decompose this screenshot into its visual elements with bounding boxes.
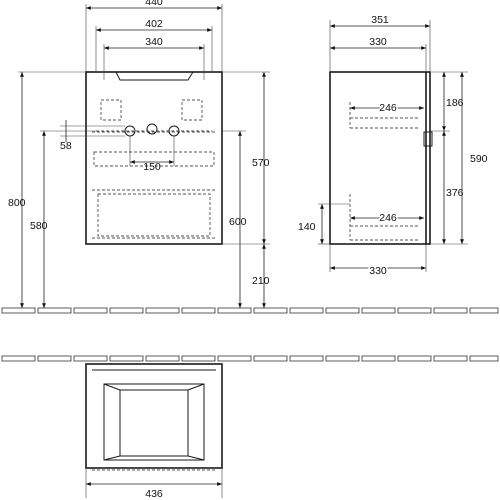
floor-segment — [433, 355, 468, 362]
floor-segment — [361, 355, 396, 362]
dim-246-bottom: 246 — [379, 212, 397, 224]
front-cabinet-outline — [85, 71, 223, 245]
dim-440: 440 — [145, 0, 163, 8]
floor-segment — [145, 307, 180, 314]
floor-line-lower — [1, 355, 499, 362]
dim-58: 58 — [60, 140, 72, 152]
floor-segment — [181, 307, 216, 314]
front-drawer-top-hidden — [93, 151, 215, 167]
side-view: 351 330 246 246 186 376 590 140 330 — [298, 14, 488, 279]
dim-140: 140 — [298, 221, 316, 233]
front-hidden-block-right — [181, 99, 203, 121]
dim-340: 340 — [145, 36, 163, 48]
dim-186: 186 — [446, 97, 464, 109]
floor-segment — [1, 307, 36, 314]
dim-210: 210 — [252, 275, 270, 287]
dim-150: 150 — [143, 161, 161, 173]
front-top-recess — [115, 71, 194, 81]
floor-segment — [73, 307, 108, 314]
floor-segment — [433, 307, 468, 314]
dim-590: 590 — [470, 153, 488, 165]
floor-segment — [1, 355, 36, 362]
floor-segment — [397, 307, 432, 314]
front-tap-center — [146, 123, 158, 135]
front-hidden-block-left — [100, 99, 122, 121]
floor-segment — [469, 355, 499, 362]
floor-segment — [37, 307, 72, 314]
dim-246-top: 246 — [379, 102, 397, 114]
dim-800: 800 — [8, 197, 26, 209]
front-drawer-hidden — [97, 193, 211, 237]
front-view: 440 402 340 150 58 800 580 570 — [8, 0, 270, 308]
dim-436: 436 — [145, 488, 163, 500]
plan-basin-outline — [103, 383, 205, 461]
floor-segment — [37, 355, 72, 362]
plan-basin-inner — [119, 389, 189, 457]
floor-segment — [289, 307, 324, 314]
floor-line-upper — [1, 307, 499, 314]
side-cabinet-outline — [329, 71, 431, 245]
dim-580: 580 — [30, 220, 48, 232]
floor-segment — [253, 355, 288, 362]
dim-600: 600 — [229, 216, 247, 228]
dim-402: 402 — [145, 18, 163, 30]
dim-351: 351 — [371, 14, 389, 26]
dim-330-bottom: 330 — [369, 265, 387, 277]
floor-segment — [397, 355, 432, 362]
floor-segment — [181, 355, 216, 362]
floor-segment — [325, 355, 360, 362]
floor-segment — [289, 355, 324, 362]
floor-segment — [73, 355, 108, 362]
floor-segment — [325, 307, 360, 314]
side-handle — [423, 131, 433, 147]
floor-segment — [469, 307, 499, 314]
floor-segment — [145, 355, 180, 362]
floor-segment — [217, 307, 252, 314]
floor-segment — [109, 355, 144, 362]
dim-330-top: 330 — [369, 36, 387, 48]
floor-segment — [109, 307, 144, 314]
dim-376: 376 — [446, 187, 464, 199]
plan-view: 436 — [85, 363, 223, 500]
floor-segment — [217, 355, 252, 362]
plan-cabinet-outline — [85, 363, 223, 469]
floor-segment — [361, 307, 396, 314]
floor-segment — [253, 307, 288, 314]
dim-570: 570 — [252, 157, 270, 169]
